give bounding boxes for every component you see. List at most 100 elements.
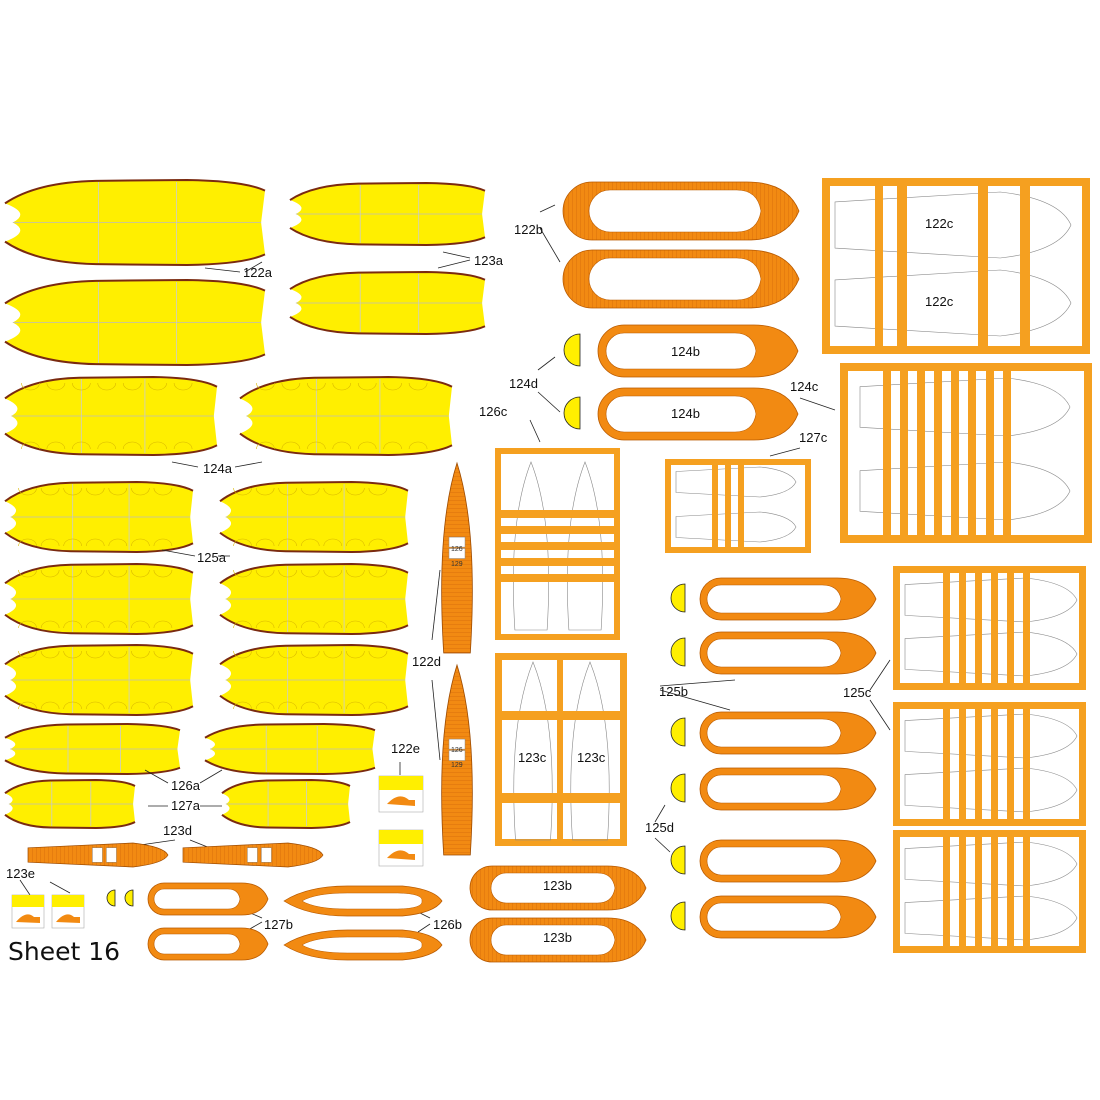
plank-edge-bottom [289,227,486,247]
grate-inner [900,573,1079,683]
scallop-mark [278,487,297,496]
scallop-mark [278,569,297,578]
leader-line [539,204,556,213]
grate-bar [959,709,966,819]
grate-bar [501,558,614,566]
plank-lower [220,599,408,634]
plank-upper [220,482,408,517]
scallop-mark [18,620,37,629]
boat-deck-123d-2 [182,842,324,868]
scallop-mark [300,701,320,710]
leader-line [769,447,801,457]
hull-guide [675,466,797,498]
scallop-mark [233,620,252,629]
half-disc-127-2 [124,889,134,907]
scallop-mark [131,701,150,710]
hull-planks-127a-2 [221,778,351,830]
label-126a: 126a [171,778,201,793]
leader-line [539,227,561,263]
half-disc-127-1 [106,889,116,907]
label-123d: 123d [163,823,192,838]
scallop-mark [323,701,343,710]
plank-upper [5,645,193,680]
scallop-mark [63,569,82,578]
half-disc-124d-1 [563,333,581,367]
grate-bar [725,465,731,547]
scallop-mark [346,620,365,629]
leader-line [144,769,169,784]
scallop-mark [18,538,37,547]
plank-edge-top [289,270,486,290]
scallop-mark [307,382,326,391]
grate-bar [943,837,950,946]
hull-planks-122a-1 [4,178,266,267]
scallop-mark [300,620,320,629]
plank-edge-bottom [239,432,453,457]
half-disc-125d-1 [670,583,686,613]
hatch-2 [448,548,466,559]
scallop-mark [307,441,326,450]
boat-hatch-1 [247,847,258,863]
leader-line [869,699,891,731]
scallop-mark [153,487,173,496]
scallop-mark [255,650,275,659]
grating-125c-2 [893,702,1086,826]
deck-number-126-top: 126 [451,546,463,553]
hull-planks-126a-1 [4,722,181,776]
sheet-title: Sheet 16 [8,937,120,966]
scallop-mark [40,538,60,547]
scallop-mark [233,487,252,496]
label-124b-top: 124b [671,344,700,359]
scallop-mark [131,487,150,496]
label-123e: 123e [6,866,35,881]
scallop-mark [148,382,167,391]
deck-number-129-bottom: 129 [451,762,463,769]
grate-bar [968,371,976,535]
grating-126c [495,448,620,640]
plank-edge-top [4,722,181,739]
label-127a: 127a [171,798,201,813]
scallop-mark [323,487,343,496]
scallop-mark [173,441,193,450]
hull-guide [904,767,1078,813]
grate-bar [991,709,998,819]
ring-inner [706,846,842,876]
scallop-mark [85,538,105,547]
scallop-mark [85,701,105,710]
plank-edge-top [4,375,218,400]
hull-guide [567,461,603,631]
scallop-mark [408,382,428,391]
grating-122c [822,178,1090,354]
scallop-mark [368,650,388,659]
label-123b-bottom: 123b [543,930,572,945]
plank-edge-bottom [4,432,218,457]
scallop-mark [46,382,66,391]
label-123b-top: 123b [543,878,572,893]
leader-line [234,461,263,468]
grating-127c [665,459,811,553]
boat-hatch-2 [261,847,272,863]
plank-upper [220,564,408,599]
plank-lower [205,749,375,774]
grate-bar [1007,573,1014,683]
scallop-mark [278,620,297,629]
scallop-mark [346,650,365,659]
scallop-mark [18,650,37,659]
grating-125c-3 [893,830,1086,953]
scallop-mark [357,441,377,450]
scallop-mark [18,701,37,710]
card-123e-1 [11,894,45,929]
scallop-mark [255,569,275,578]
scallop-mark [255,620,275,629]
hull-ring-126b-2 [283,929,443,961]
parts-layer [4,178,1092,963]
hull-ring-127b-2 [147,927,269,961]
scallop-mark [40,701,60,710]
plank-upper [290,183,485,214]
label-125d: 125d [645,820,674,835]
grate-bar [1007,837,1014,946]
card-profile [16,914,40,923]
label-122c-top: 122c [925,216,954,231]
grate-bar [1003,371,1011,535]
hull-planks-125a-3 [4,562,194,636]
